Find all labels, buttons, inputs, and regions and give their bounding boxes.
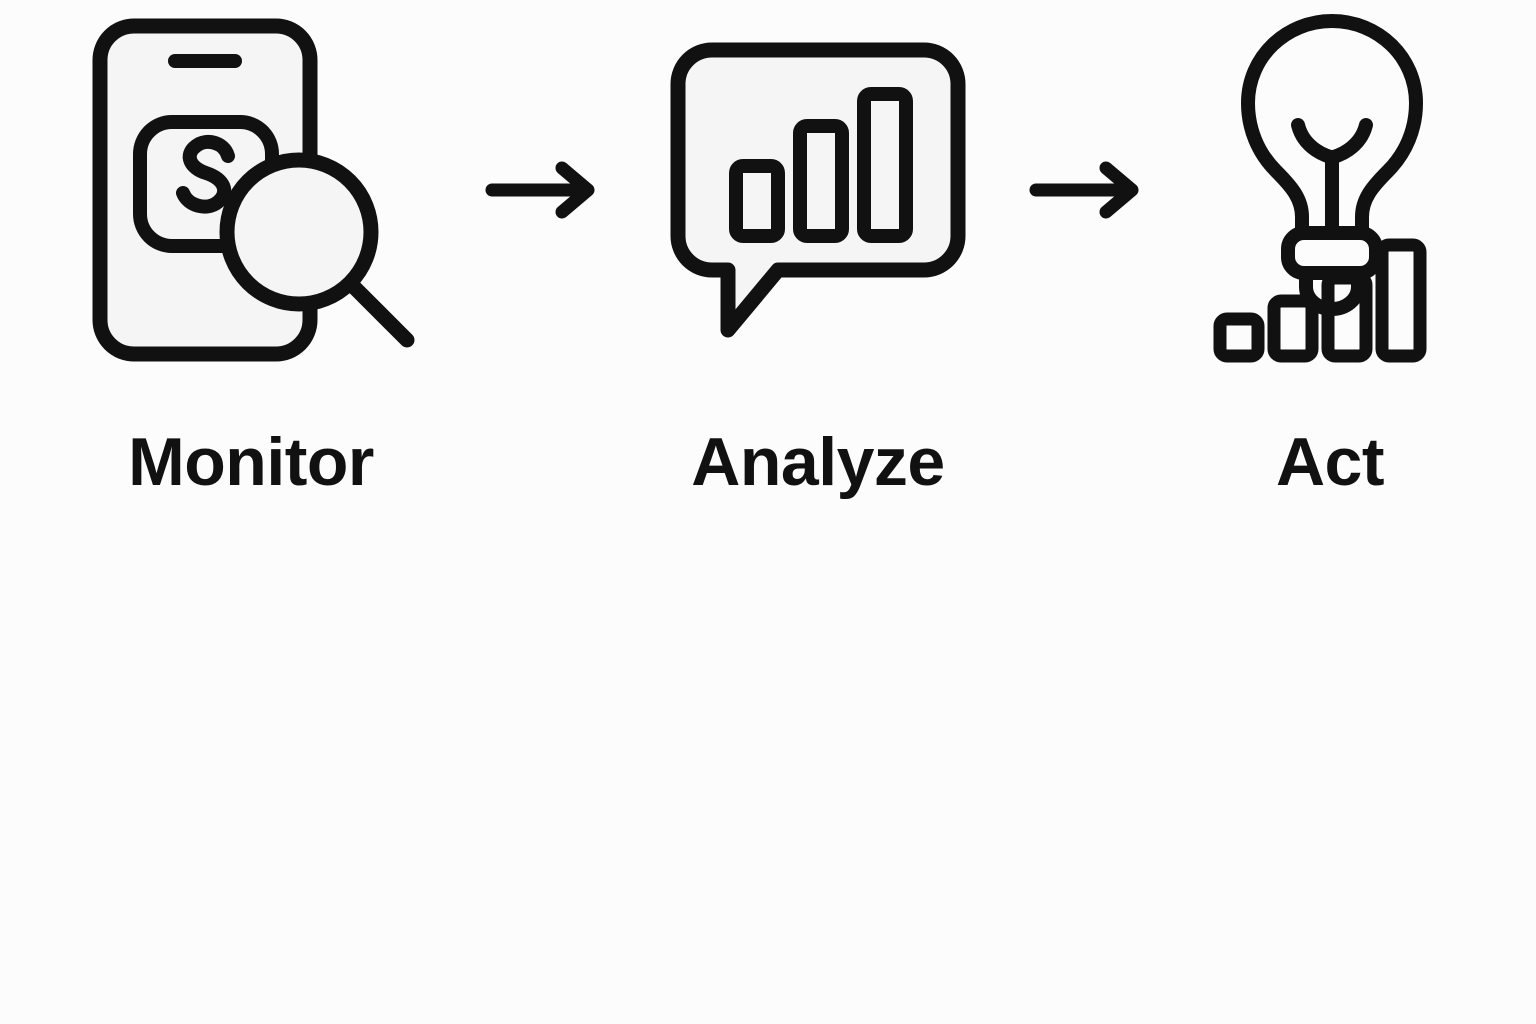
magnifier-handle: [343, 276, 415, 348]
s-badge-outline-left: [133, 115, 247, 253]
act-icon-wrap: [1202, 0, 1452, 380]
analyze-bar-1: [729, 159, 785, 243]
lightbulb-glass-outline: [1241, 13, 1423, 240]
step-analyze[interactable]: Analyze: [658, 0, 978, 496]
lightbulb-with-bars-icon: [1213, 13, 1427, 362]
smartphone-outline: [92, 18, 318, 362]
speech-bubble-bar-chart-icon: [670, 42, 966, 338]
connector-analyze-act: [1028, 0, 1146, 380]
lightbulb-collar: [1281, 225, 1383, 280]
step-monitor[interactable]: Monitor: [84, 0, 424, 496]
act-bar-4: [1375, 238, 1427, 362]
arrow-head: [1099, 161, 1139, 219]
connector-monitor-analyze: [484, 0, 602, 380]
phone-speaker-bar: [168, 54, 242, 68]
phone-with-magnifier-icon: [92, 18, 415, 362]
step-label-monitor: Monitor: [128, 424, 374, 500]
magnifier-lens: [219, 152, 379, 312]
arrow-1-wrap: [484, 0, 602, 380]
step-label-act: Act: [1275, 424, 1385, 500]
act-bar-2: [1267, 294, 1319, 362]
arrow-head: [555, 161, 595, 219]
step-act[interactable]: Act: [1202, 0, 1452, 496]
act-bar-3: [1321, 271, 1373, 362]
arrow-right-icon: [485, 161, 595, 219]
analyze-bar-2: [793, 119, 849, 243]
analyze-bar-3: [857, 87, 913, 243]
s-letter-glyph: [176, 134, 235, 214]
act-bar-1: [1213, 312, 1265, 362]
analyze-icon-wrap: [658, 0, 978, 380]
arrow-2-wrap: [1028, 0, 1146, 380]
arrow-right-icon: [1029, 161, 1139, 219]
monitor-icon-wrap: [84, 0, 424, 380]
s-badge-outline-right: [233, 115, 279, 189]
step-label-analyze: Analyze: [691, 424, 945, 500]
